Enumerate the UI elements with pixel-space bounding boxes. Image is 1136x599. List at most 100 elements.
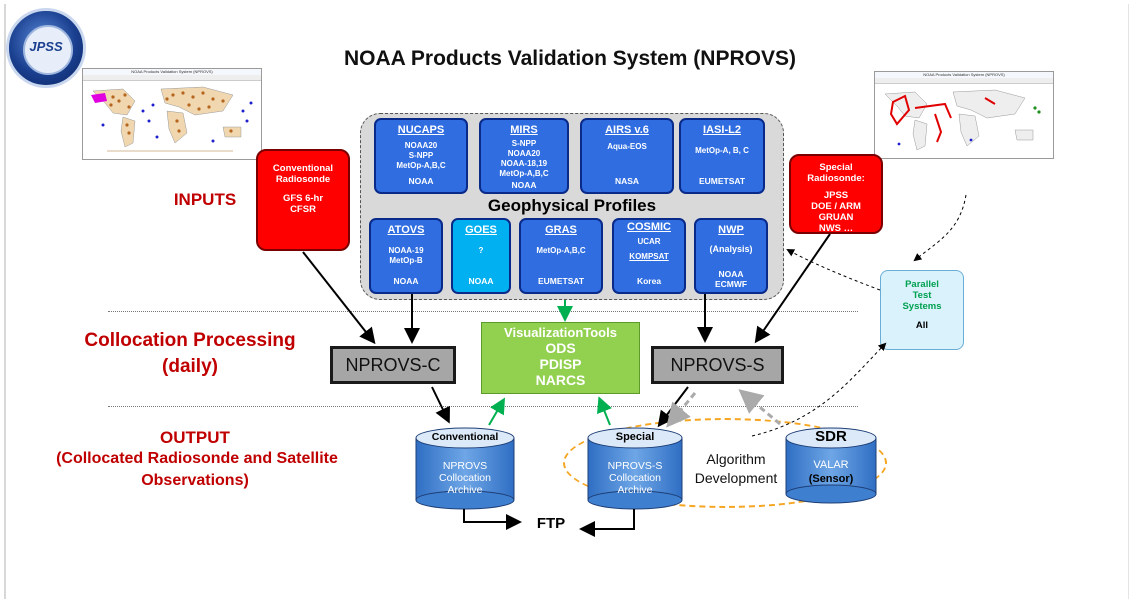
right-map-legend — [875, 78, 1053, 84]
product-cosmic-title: COSMIC — [627, 221, 671, 233]
special-radiosonde-line5: GRUAN — [818, 212, 854, 223]
output-label-line3: Observations) — [141, 472, 249, 489]
inputs-label: INPUTS — [173, 190, 237, 209]
visualization-tools-title: VisualizationTools — [504, 325, 617, 340]
conventional-radiosonde-line4: CFSR — [290, 204, 316, 215]
right-map-thumbnail: NOAA Products Validation System (NPROVS) — [874, 71, 1054, 159]
product-iasi-title: IASI-L2 — [703, 124, 741, 136]
product-goes-line1: ? — [478, 246, 484, 255]
parallel-test-systems-box: Parallel Test Systems All — [880, 270, 964, 350]
left-map-thumbnail: NOAA Products Validation System (NPROVS) — [82, 68, 262, 160]
product-goes-title: GOES — [465, 224, 497, 236]
product-mirs-line4: MetOp-A,B,C — [499, 169, 549, 178]
left-map-image — [83, 81, 261, 159]
product-nucaps-line2: S-NPP — [408, 151, 434, 160]
product-mirs-line3: NOAA-18,19 — [500, 159, 548, 168]
product-airs-foot: NASA — [614, 176, 640, 186]
conventional-archive-line2: Collocation — [439, 472, 491, 484]
product-mirs: MIRS S-NPP NOAA20 NOAA-18,19 MetOp-A,B,C… — [479, 118, 569, 194]
left-map-legend — [83, 75, 261, 81]
visualization-pdisp: PDISP — [539, 356, 582, 372]
right-map-caption: NOAA Products Validation System (NPROVS) — [923, 72, 1005, 77]
product-atovs-title: ATOVS — [387, 224, 425, 236]
conventional-archive-line3: Archive — [447, 484, 483, 496]
special-archive-label: Special — [615, 431, 655, 443]
visualization-ods: ODS — [545, 340, 576, 356]
product-cosmic-foot: Korea — [636, 276, 662, 286]
product-nucaps-title: NUCAPS — [397, 124, 445, 136]
special-archive-line2: Collocation — [609, 472, 661, 484]
conventional-archive-text: NPROVS Collocation Archive — [416, 460, 514, 496]
product-airs: AIRS v.6 Aqua-EOS NASA — [580, 118, 674, 194]
special-radiosonde-box: Special Radiosonde: JPSS DOE / ARM GRUAN… — [789, 154, 883, 234]
product-atovs-line2: MetOp-B — [389, 256, 423, 265]
product-iasi-foot: EUMETSAT — [698, 176, 746, 186]
special-radiosonde-line4: DOE / ARM — [811, 201, 861, 212]
parallel-test-line3: Systems — [902, 301, 942, 312]
product-nwp: NWP (Analysis) NOAA ECMWF — [694, 218, 768, 294]
conventional-radiosonde-line3: GFS 6-hr — [282, 193, 324, 204]
conventional-archive-line1: NPROVS — [442, 460, 488, 472]
conventional-radiosonde-box: Conventional Radiosonde GFS 6-hr CFSR — [256, 149, 350, 251]
jpss-logo: JPSS — [6, 8, 86, 88]
special-radiosonde-line2: Radiosonde: — [807, 173, 865, 184]
output-label-line2: (Collocated Radiosonde and Satellite — [56, 450, 338, 467]
product-goes: GOES ? NOAA — [451, 218, 511, 294]
product-atovs-line1: NOAA-19 — [388, 246, 424, 255]
product-goes-foot: NOAA — [468, 276, 494, 286]
jpss-logo-text: JPSS — [29, 39, 63, 54]
product-atovs: ATOVS NOAA-19 MetOp-B NOAA — [369, 218, 443, 294]
right-map-image — [875, 84, 1053, 158]
product-gras-title: GRAS — [545, 224, 577, 236]
algorithm-development-label: Algorithm Development — [686, 450, 786, 488]
product-nwp-line1: (Analysis) — [709, 244, 753, 254]
sdr-text: VALAR (Sensor) — [786, 458, 876, 486]
geophysical-profiles-label: Geophysical Profiles — [487, 196, 657, 215]
product-airs-line1: Aqua-EOS — [607, 142, 647, 151]
nprovs-s-box: NPROVS-S — [651, 346, 784, 384]
product-nwp-title: NWP — [718, 224, 744, 236]
jpss-logo-center — [23, 25, 73, 75]
parallel-test-line1: Parallel — [905, 279, 939, 290]
product-nucaps-line1: NOAA20 — [404, 141, 438, 150]
product-gras: GRAS MetOp-A,B,C EUMETSAT — [519, 218, 603, 294]
product-mirs-line1: S-NPP — [511, 139, 537, 148]
product-atovs-foot: NOAA — [393, 276, 419, 286]
sdr-line1: VALAR — [813, 459, 849, 471]
left-map-caption: NOAA Products Validation System (NPROVS) — [131, 69, 213, 74]
special-archive-text: NPROVS-S Collocation Archive — [588, 460, 682, 496]
algorithm-line2: Development — [694, 470, 778, 486]
product-cosmic-line2: KOMPSAT — [629, 252, 669, 261]
special-radiosonde-line1: Special — [819, 162, 853, 173]
slide-border-left — [4, 4, 6, 599]
product-mirs-title: MIRS — [510, 124, 538, 136]
conventional-radiosonde-line2: Radiosonde — [275, 174, 331, 185]
ftp-label: FTP — [536, 515, 566, 532]
collocation-label-line1: Collocation Processing — [84, 330, 296, 351]
special-archive-line1: NPROVS-S — [607, 460, 663, 472]
special-archive-line3: Archive — [617, 484, 653, 496]
product-airs-title: AIRS v.6 — [605, 124, 649, 136]
product-nwp-foot: NOAA ECMWF — [714, 269, 748, 289]
product-iasi-line1: MetOp-A, B, C — [695, 146, 749, 155]
product-nucaps-line3: MetOp-A,B,C — [396, 161, 446, 170]
product-cosmic-line1: UCAR — [637, 237, 661, 246]
collocation-label-line2: (daily) — [162, 356, 218, 377]
product-iasi: IASI-L2 MetOp-A, B, C EUMETSAT — [679, 118, 765, 194]
algorithm-development-ellipse — [563, 418, 887, 508]
sdr-line2: (Sensor) — [808, 473, 854, 485]
parallel-test-line2: Test — [912, 290, 932, 301]
sdr-label: SDR — [815, 428, 847, 445]
visualization-narcs: NARCS — [535, 372, 586, 388]
special-radiosonde-line3: JPSS — [823, 190, 849, 201]
conventional-archive-label: Conventional — [431, 431, 499, 443]
separator-lower — [108, 406, 858, 407]
product-nucaps: NUCAPS NOAA20 S-NPP MetOp-A,B,C NOAA — [374, 118, 468, 194]
parallel-test-line4: All — [915, 320, 929, 331]
product-mirs-foot: NOAA — [511, 180, 537, 190]
algorithm-line1: Algorithm — [706, 451, 766, 467]
slide-border-right — [1128, 4, 1129, 599]
product-mirs-line2: NOAA20 — [507, 149, 541, 158]
slide-title: NOAA Products Validation System (NPROVS) — [344, 47, 796, 70]
visualization-tools-box: VisualizationTools ODS PDISP NARCS — [481, 322, 640, 394]
